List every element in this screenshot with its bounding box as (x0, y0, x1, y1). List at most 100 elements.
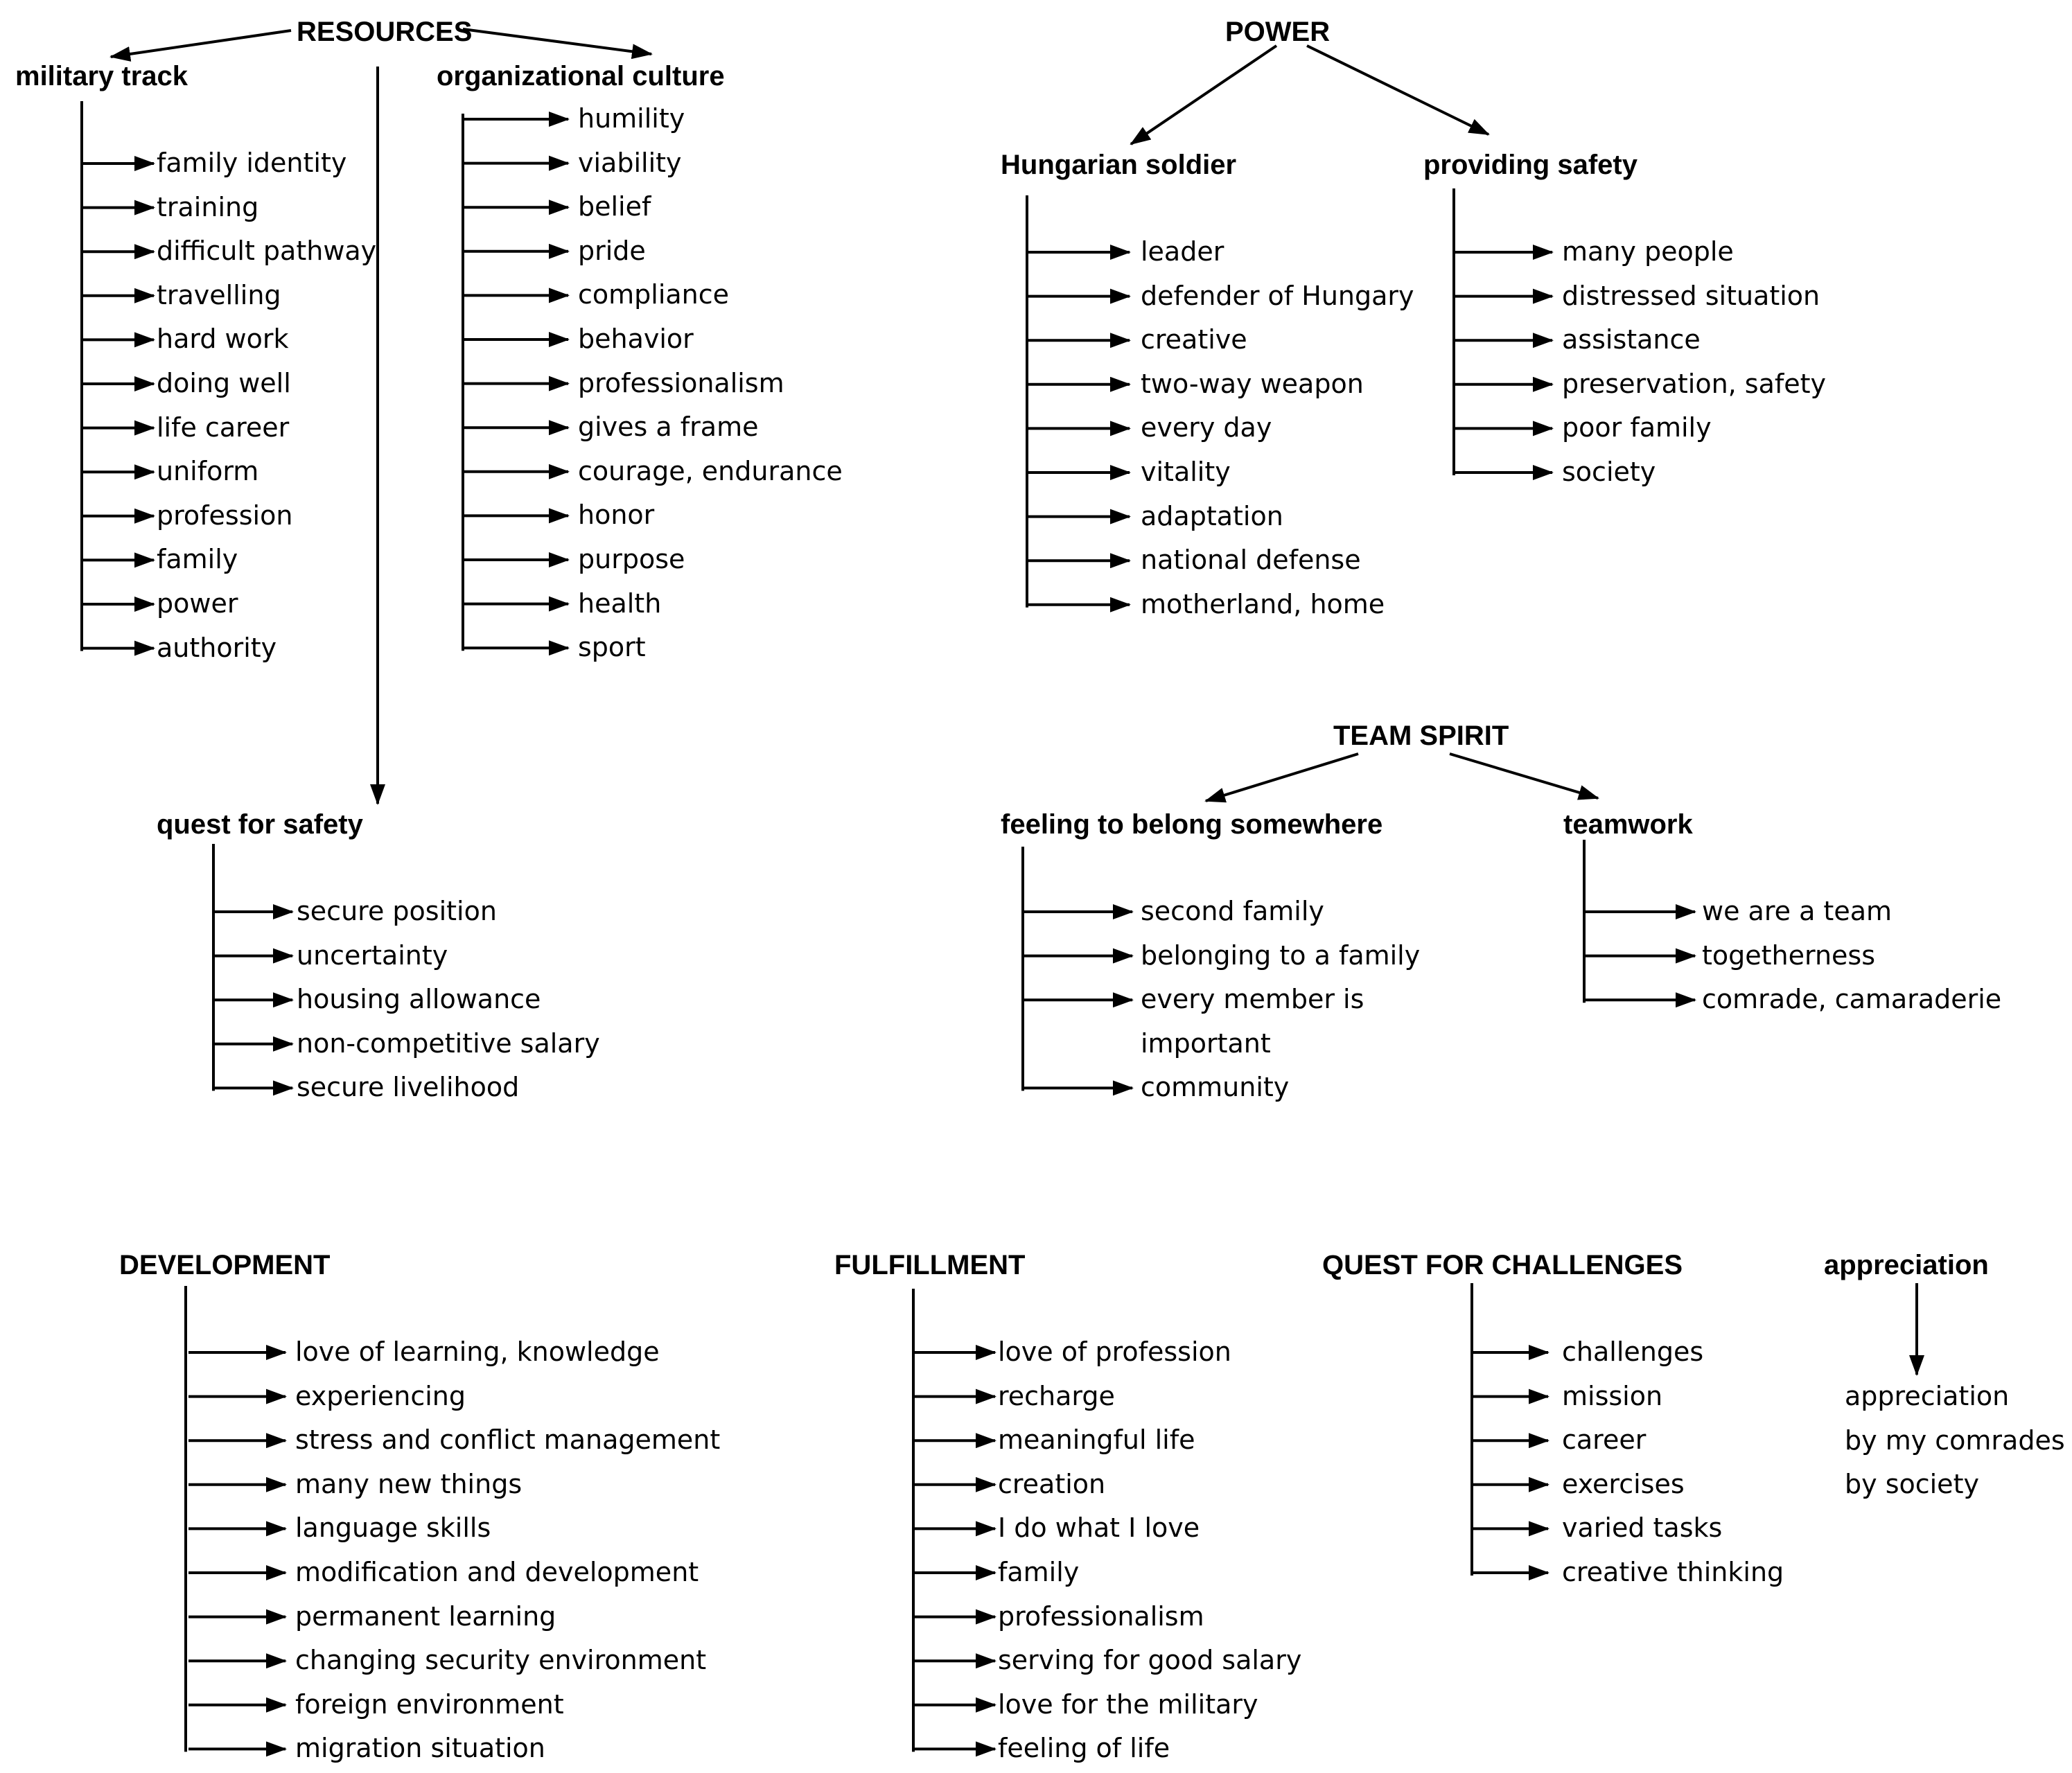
mt-item: family (157, 544, 238, 575)
quest-for-challenges-title: QUEST FOR CHALLENGES (1322, 1250, 1683, 1280)
oc-item: compliance (578, 279, 730, 310)
team-spirit-to-teamwork-arrow (1449, 752, 1599, 800)
ps-item: society (1562, 457, 1656, 487)
dv-item: stress and conflict management (295, 1424, 721, 1456)
ff-item: I do what I love (998, 1512, 1200, 1544)
fb-item: every member is (1141, 984, 1364, 1015)
appreciation-item: by my comrades (1845, 1424, 2065, 1456)
mt-item: training (157, 191, 259, 222)
oc-item: professionalism (578, 367, 784, 398)
ps-item: assistance (1562, 324, 1701, 355)
dv-item: changing security environment (295, 1645, 707, 1676)
military-track-title: military track (15, 61, 188, 91)
dv-item: language skills (295, 1512, 491, 1544)
dv-item: many new things (295, 1468, 523, 1499)
oc-item: viability (578, 147, 682, 178)
mt-item: profession (157, 500, 293, 531)
providing-safety-title: providing safety (1423, 150, 1638, 180)
team-spirit-title: TEAM SPIRIT (1333, 721, 1509, 751)
qs-item: non-competitive salary (297, 1027, 600, 1059)
mt-item: uniform (157, 456, 259, 487)
mt-item: difficult pathway (157, 236, 377, 267)
ps-item: poor family (1562, 412, 1712, 443)
ps-item: many people (1562, 236, 1734, 267)
feeling-to-belong-title: feeling to belong somewhere (1001, 809, 1383, 840)
dv-item: experiencing (295, 1380, 466, 1411)
oc-item: gives a frame (578, 412, 759, 443)
oc-item: behavior (578, 324, 694, 354)
hs-item: leader (1141, 236, 1224, 267)
oc-item: humility (578, 103, 685, 134)
ff-item: creation (998, 1468, 1106, 1499)
hs-item: every day (1141, 412, 1272, 443)
hs-item: adaptation (1141, 500, 1283, 531)
oc-item: pride (578, 235, 646, 266)
oc-item: courage, endurance (578, 455, 843, 486)
ff-item: family (998, 1557, 1080, 1587)
organizational-culture-title: organizational culture (437, 61, 725, 91)
hs-item: two-way weapon (1141, 368, 1364, 399)
ps-item: preservation, safety (1562, 368, 1827, 399)
resources-to-military-track-arrow (109, 29, 292, 62)
resources-to-organizational-culture-arrow (462, 28, 653, 60)
ff-item: recharge (998, 1380, 1115, 1411)
qc-item: mission (1562, 1380, 1663, 1411)
tw-item: togetherness (1702, 940, 1876, 971)
ff-item: love for the military (998, 1688, 1258, 1720)
tw-item: we are a team (1702, 896, 1893, 926)
fb-item: community (1141, 1072, 1290, 1103)
power-title: POWER (1225, 17, 1331, 47)
team-spirit-to-feeling-to-belong-arrow (1204, 752, 1359, 803)
mt-item: life career (157, 412, 290, 443)
qc-item: career (1562, 1424, 1647, 1456)
hs-item: vitality (1141, 457, 1231, 487)
fb-item: important (1141, 1027, 1271, 1059)
mt-item: authority (157, 632, 277, 663)
oc-item: health (578, 588, 662, 619)
dv-item: modification and development (295, 1557, 699, 1587)
qc-item: varied tasks (1562, 1512, 1723, 1544)
power-to-providing-safety-arrow (1306, 44, 1490, 136)
qs-item: secure position (297, 896, 497, 926)
mt-item: family identity (157, 148, 347, 178)
hungarian-soldier-title: Hungarian soldier (1001, 150, 1237, 180)
dv-item: migration situation (295, 1733, 545, 1764)
dv-item: permanent learning (295, 1600, 556, 1632)
power-to-hungarian-soldier-arrow (1130, 44, 1278, 145)
ff-item: love of profession (998, 1337, 1231, 1367)
ff-item: feeling of life (998, 1733, 1170, 1764)
dv-item: foreign environment (295, 1688, 564, 1720)
qc-item: creative thinking (1562, 1557, 1784, 1587)
mt-item: hard work (157, 324, 289, 355)
appreciation-item: by society (1845, 1469, 1979, 1500)
hs-item: motherland, home (1141, 588, 1385, 619)
qs-item: uncertainty (297, 940, 448, 971)
dv-item: love of learning, knowledge (295, 1337, 660, 1367)
tw-item: comrade, camaraderie (1702, 984, 2002, 1015)
fulfillment-title: FULFILLMENT (834, 1250, 1026, 1280)
ff-item: serving for good salary (998, 1645, 1302, 1676)
quest-for-safety-title: quest for safety (157, 809, 363, 840)
qs-item: secure livelihood (297, 1072, 520, 1103)
hs-item: defender of Hungary (1141, 280, 1414, 311)
ff-item: meaningful life (998, 1424, 1195, 1456)
appreciation-title: appreciation (1824, 1250, 1989, 1280)
oc-item: purpose (578, 544, 685, 574)
resources-title: RESOURCES (297, 17, 473, 47)
qc-item: exercises (1562, 1468, 1685, 1499)
hs-item: national defense (1141, 545, 1361, 576)
ps-item: distressed situation (1562, 280, 1820, 311)
fb-item: belonging to a family (1141, 940, 1421, 971)
appreciation-item: appreciation (1845, 1381, 2010, 1411)
hs-item: creative (1141, 324, 1247, 355)
mt-item: travelling (157, 279, 281, 310)
teamwork-title: teamwork (1563, 809, 1693, 840)
qs-item: housing allowance (297, 984, 541, 1015)
mt-item: power (157, 588, 238, 619)
qc-item: challenges (1562, 1337, 1704, 1367)
oc-item: belief (578, 191, 651, 222)
fb-item: second family (1141, 896, 1324, 926)
oc-item: sport (578, 632, 646, 663)
oc-item: honor (578, 500, 655, 531)
